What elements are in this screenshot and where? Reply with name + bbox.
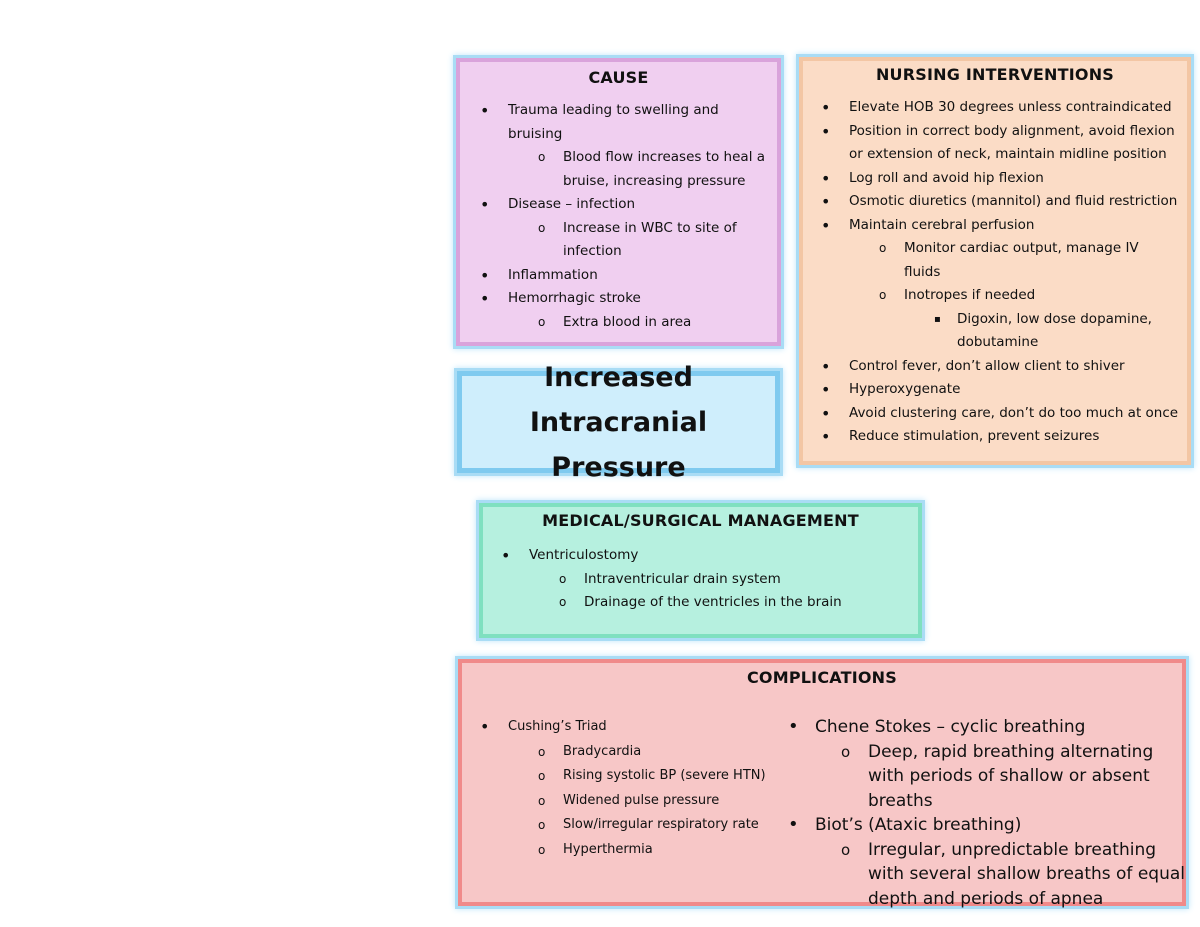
nursing-title: NURSING INTERVENTIONS xyxy=(875,65,1115,84)
nursing-item: Control fever, don’t allow client to shi… xyxy=(811,355,1179,379)
medical-title: MEDICAL/SURGICAL MANAGEMENT xyxy=(542,511,859,530)
cause-item-label: Disease – infection xyxy=(508,196,636,212)
nursing-item: Log roll and avoid hip flexion xyxy=(811,167,1179,191)
center-title: Increased Intracranial Pressure xyxy=(462,355,775,490)
nursing-interventions-box: NURSING INTERVENTIONS Elevate HOB 30 deg… xyxy=(799,57,1191,465)
complications-title: COMPLICATIONS xyxy=(746,668,897,687)
complications-right-list: Chene Stokes – cyclic breathing Deep, ra… xyxy=(780,715,1190,911)
complications-box: COMPLICATIONS Cushing’s Triad Bradycardi… xyxy=(458,659,1186,909)
cause-item: Inflammation xyxy=(470,264,767,288)
nursing-item: Elevate HOB 30 degrees unless contraindi… xyxy=(811,96,1179,120)
nursing-item: Reduce stimulation, prevent seizures xyxy=(811,425,1179,449)
center-title-line2: Intracranial Pressure xyxy=(529,406,708,483)
complications-item-label: Chene Stokes – cyclic breathing xyxy=(815,717,1086,737)
nursing-item: Maintain cerebral perfusion Monitor card… xyxy=(811,214,1179,355)
nursing-subsubitem: Digoxin, low dose dopamine, dobutamine xyxy=(904,308,1179,355)
complications-left-column: Cushing’s Triad Bradycardia Rising systo… xyxy=(470,715,780,862)
complications-subitem: Bradycardia xyxy=(508,740,780,765)
medical-surgical-box: MEDICAL/SURGICAL MANAGEMENT Ventriculost… xyxy=(479,503,922,638)
cause-item: Hemorrhagic stroke Extra blood in area xyxy=(470,287,767,334)
cause-subitem: Extra blood in area xyxy=(508,311,767,335)
nursing-subitem-label: Inotropes if needed xyxy=(904,287,1036,303)
complications-item: Chene Stokes – cyclic breathing Deep, ra… xyxy=(780,715,1190,813)
medical-item-label: Ventriculostomy xyxy=(529,547,639,563)
nursing-subitem: Monitor cardiac output, manage IV fluids xyxy=(849,237,1179,284)
medical-item: Ventriculostomy Intraventricular drain s… xyxy=(491,544,910,615)
complications-item-label: Biot’s (Ataxic breathing) xyxy=(815,815,1022,835)
cause-box: CAUSE Trauma leading to swelling and bru… xyxy=(456,58,781,346)
complications-item: Cushing’s Triad Bradycardia Rising systo… xyxy=(470,715,780,862)
cause-item-label: Hemorrhagic stroke xyxy=(508,290,641,306)
nursing-item: Hyperoxygenate xyxy=(811,378,1179,402)
medical-list: Ventriculostomy Intraventricular drain s… xyxy=(491,544,910,615)
cause-subitem: Increase in WBC to site of infection xyxy=(508,217,767,264)
complications-subitem: Deep, rapid breathing alternating with p… xyxy=(815,740,1190,814)
nursing-item: Position in correct body alignment, avoi… xyxy=(811,120,1179,167)
complications-subitem: Rising systolic BP (severe HTN) xyxy=(508,764,780,789)
nursing-subitem: Inotropes if needed Digoxin, low dose do… xyxy=(849,284,1179,355)
complications-left-list: Cushing’s Triad Bradycardia Rising systo… xyxy=(470,715,780,862)
complications-subitem: Irregular, unpredictable breathing with … xyxy=(815,838,1190,912)
nursing-list: Elevate HOB 30 degrees unless contraindi… xyxy=(811,96,1179,449)
cause-item-label: Trauma leading to swelling and bruising xyxy=(508,102,719,142)
complications-subitem: Widened pulse pressure xyxy=(508,789,780,814)
medical-subitem: Drainage of the ventricles in the brain xyxy=(529,591,910,615)
center-title-box: Increased Intracranial Pressure xyxy=(457,362,780,483)
cause-list: Trauma leading to swelling and bruising … xyxy=(470,99,767,334)
complications-right-column: Chene Stokes – cyclic breathing Deep, ra… xyxy=(780,715,1190,911)
complications-subitem: Hyperthermia xyxy=(508,838,780,863)
nursing-item: Avoid clustering care, don’t do too much… xyxy=(811,402,1179,426)
cause-title: CAUSE xyxy=(588,68,649,87)
cause-item: Disease – infection Increase in WBC to s… xyxy=(470,193,767,264)
center-title-line1: Increased xyxy=(544,361,693,393)
cause-subitem: Blood flow increases to heal a bruise, i… xyxy=(508,146,767,193)
complications-subitem: Slow/irregular respiratory rate xyxy=(508,813,780,838)
medical-subitem: Intraventricular drain system xyxy=(529,568,910,592)
cause-item: Trauma leading to swelling and bruising … xyxy=(470,99,767,193)
nursing-item-label: Maintain cerebral perfusion xyxy=(849,216,1035,233)
nursing-item: Osmotic diuretics (mannitol) and fluid r… xyxy=(811,190,1179,214)
complications-item-label: Cushing’s Triad xyxy=(508,719,607,734)
complications-item: Biot’s (Ataxic breathing) Irregular, unp… xyxy=(780,813,1190,911)
